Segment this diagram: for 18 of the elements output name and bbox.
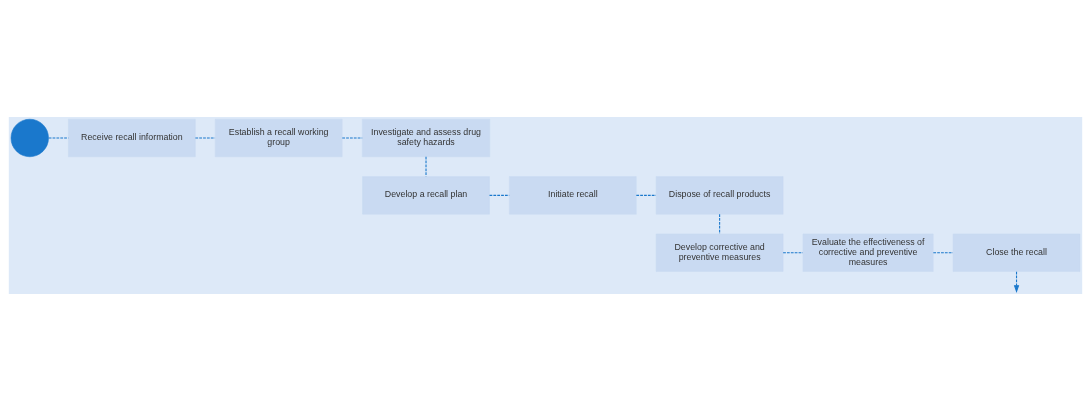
connector [782,251,804,253]
connector [48,136,69,138]
arrow [1013,270,1020,293]
node-circle [10,118,49,157]
node-box: Develop corrective and preventive measures [655,233,784,272]
node-box: Initiate recall [509,175,637,214]
connector [635,194,657,196]
connector [425,155,427,177]
node-box: Investigate and assess drug safety hazards [362,118,491,157]
connector [488,194,510,196]
connector [719,213,721,234]
node-box: Receive recall information [68,118,196,157]
node-box: Develop a recall plan [362,175,490,214]
node-box: Evaluate the effectiveness of corrective and preventive measures [802,233,934,272]
node-box: Close the recall [952,233,1081,272]
node-box: Dispose of recall products [655,175,784,214]
connector [932,251,954,253]
node-box: Establish a recall working group [214,118,343,157]
